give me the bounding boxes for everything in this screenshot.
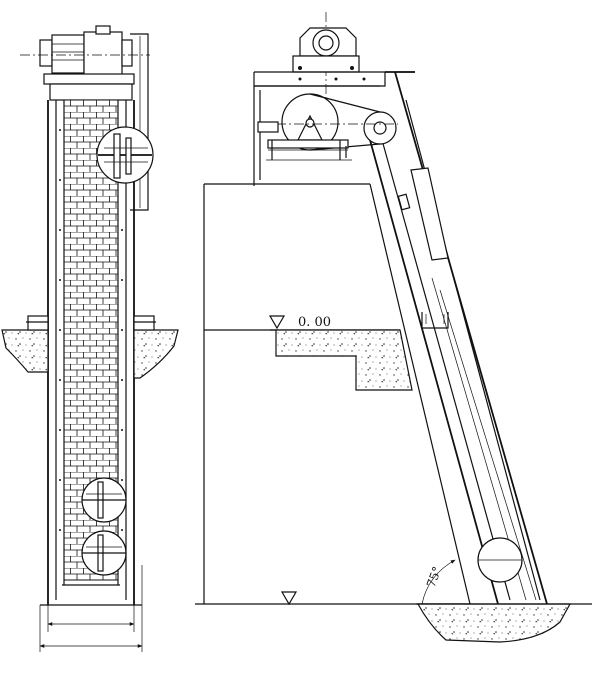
angle-label: 75° — [424, 565, 444, 590]
side-base — [280, 537, 592, 643]
side-view: 0. 00 75° — [195, 12, 592, 643]
side-top-frame — [253, 71, 415, 186]
front-floor — [1, 315, 179, 379]
front-motor — [20, 25, 150, 211]
side-concrete-step — [275, 329, 413, 391]
side-inclined-frame — [369, 71, 548, 605]
angle-annotation: 75° — [421, 559, 456, 605]
side-drive-unit — [292, 12, 360, 140]
water-level-marker: 0. 00 — [268, 315, 400, 331]
water-level-label: 0. 00 — [298, 315, 331, 330]
front-lower-sprocket-1 — [81, 477, 127, 523]
front-view — [1, 25, 179, 652]
side-upper-wheels — [257, 93, 398, 161]
front-upper-sprocket — [96, 126, 154, 184]
front-lower-sprocket-2 — [81, 530, 127, 576]
front-width-dimensions — [39, 565, 143, 652]
